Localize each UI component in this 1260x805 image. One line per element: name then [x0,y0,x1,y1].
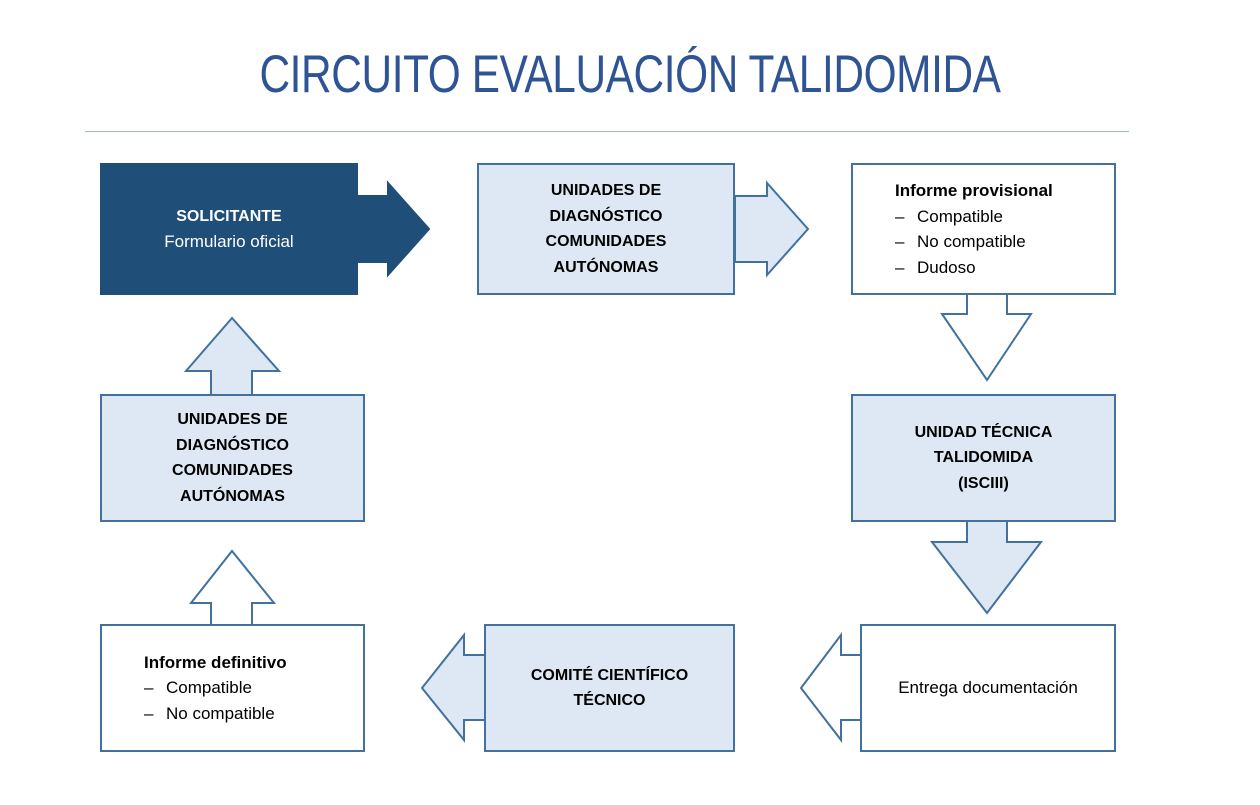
node-line: COMITÉ CIENTÍFICO [530,666,689,684]
node-line: COMUNIDADES [545,233,667,250]
list-item: –Dudoso [895,255,1104,281]
node-informe-definitivo[interactable]: Informe definitivo –Compatible –No compa… [100,624,365,752]
page-title: CIRCUITO EVALUACIÓN TALIDOMIDA [259,45,1001,104]
node-unidades-diagnostico-top[interactable]: UNIDADES DE DIAGNÓSTICO COMUNIDADES AUTÓ… [477,163,735,295]
node-line: (ISCIII) [958,474,1009,492]
node-solicitante-subtitle: Formulario oficial [164,232,294,251]
node-line: UNIDADES DE [550,182,662,199]
node-entrega-documentacion[interactable]: Entrega documentación [860,624,1116,752]
arrow-informe-provisional-to-unidad-tecnica [940,292,1033,382]
node-informe-provisional[interactable]: Informe provisional –Compatible –No comp… [851,163,1116,295]
node-informe-definitivo-heading: Informe definitivo [144,652,287,672]
arrow-unidades-to-informe-provisional [734,180,810,278]
node-unidad-tecnica-talidomida[interactable]: UNIDAD TÉCNICA TALIDOMIDA (ISCIII) [851,394,1116,522]
list-item: –Compatible [895,204,1104,230]
node-solicitante[interactable]: SOLICITANTE Formulario oficial [100,163,358,295]
node-line: COMUNIDADES [172,462,293,479]
node-comite-cientifico-tecnico[interactable]: COMITÉ CIENTÍFICO TÉCNICO [484,624,735,752]
arrow-unidades-left-to-solicitante [183,316,282,397]
dash-bullet-icon: – [144,703,154,723]
node-unidades-diagnostico-left[interactable]: UNIDADES DE DIAGNÓSTICO COMUNIDADES AUTÓ… [100,394,365,522]
node-line: AUTÓNOMAS [553,258,659,276]
list-item: –No compatible [144,701,353,727]
node-line: DIAGNÓSTICO [176,436,289,454]
arrow-informe-definitivo-to-unidades-left [188,549,277,626]
dash-bullet-icon: – [895,257,905,277]
node-solicitante-title: SOLICITANTE [176,207,282,225]
dash-bullet-icon: – [144,678,154,698]
node-entrega-documentacion-text: Entrega documentación [898,678,1078,698]
dash-bullet-icon: – [895,232,905,251]
node-informe-provisional-heading: Informe provisional [895,181,1053,200]
node-line: TÉCNICO [573,692,646,709]
node-line: UNIDADES DE [177,411,288,428]
node-line: AUTÓNOMAS [180,487,285,505]
node-line: UNIDAD TÉCNICA [914,423,1053,441]
node-line: TALIDOMIDA [933,449,1034,467]
list-item: –Compatible [144,675,353,701]
arrow-solicitante-to-unidades [356,180,431,278]
dash-bullet-icon: – [895,206,905,226]
node-line: DIAGNÓSTICO [549,207,663,225]
title-divider [85,131,1129,132]
arrow-unidad-tecnica-to-entrega [929,520,1044,615]
arrow-comite-to-informe-definitivo [420,632,488,743]
arrow-entrega-to-comite [799,632,864,743]
list-item: –No compatible [895,229,1104,255]
